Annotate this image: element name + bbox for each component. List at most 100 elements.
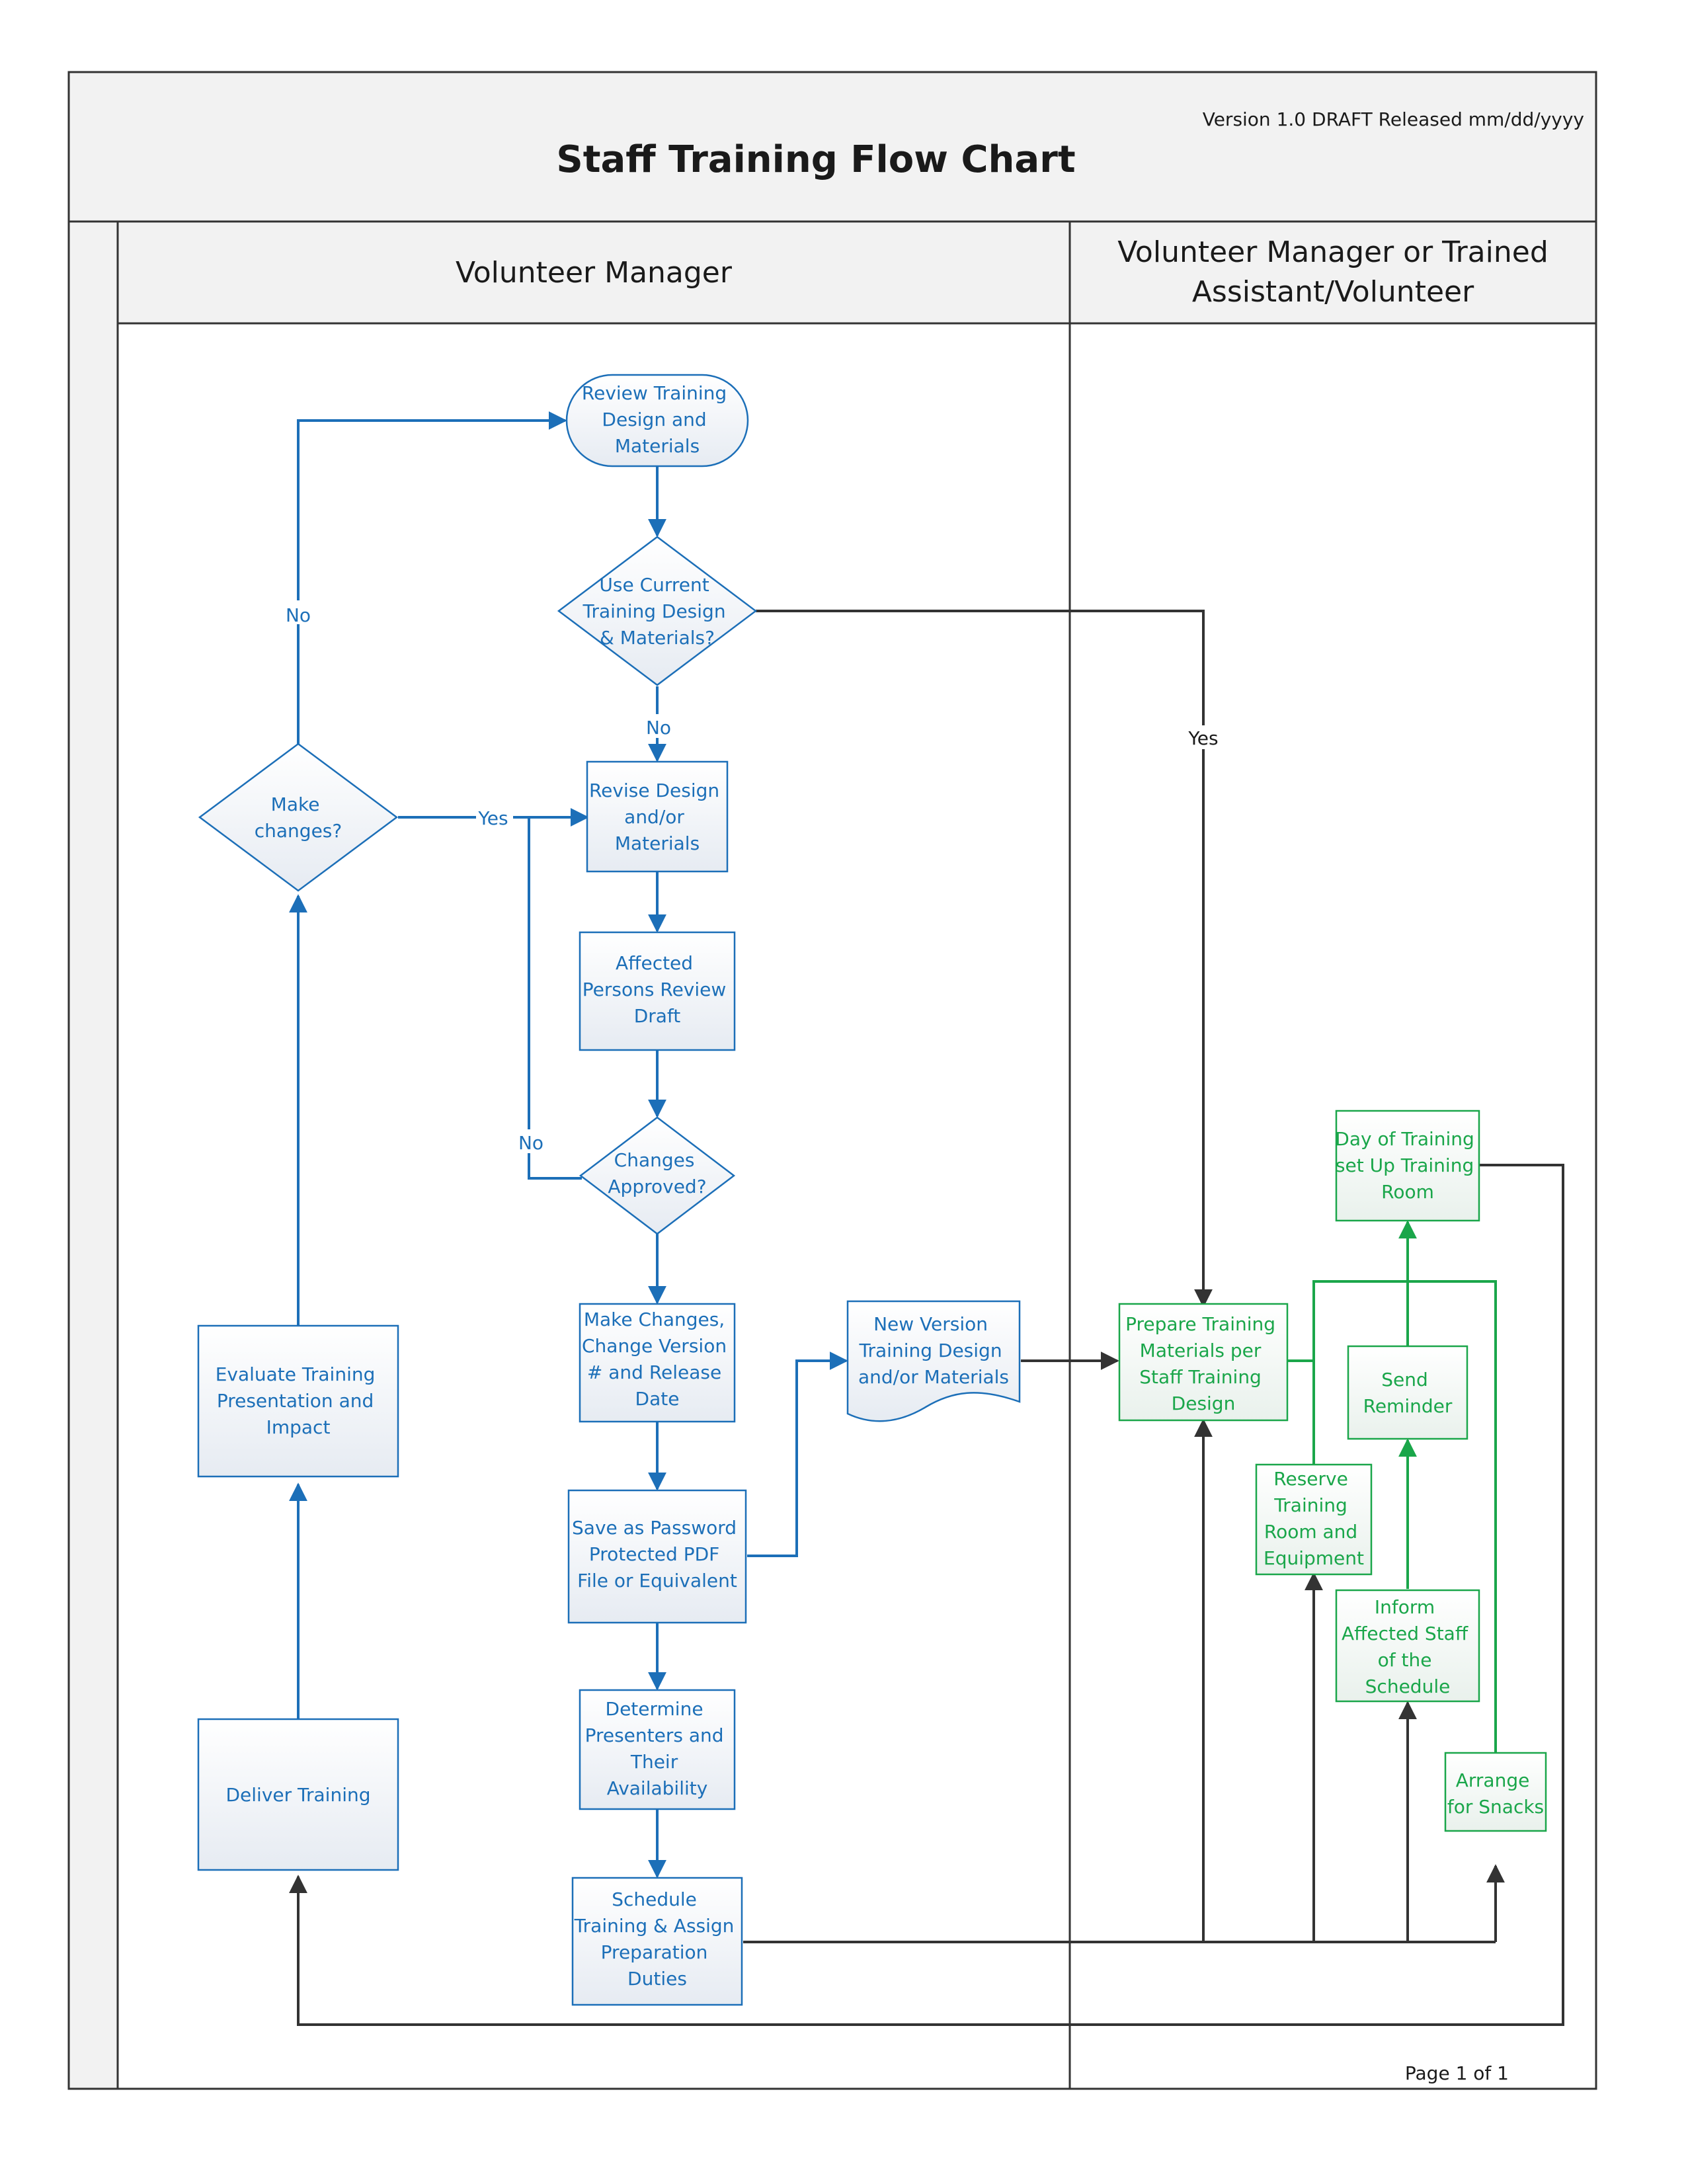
svg-text:Revise Design and/or: Revise Design and/or Materials bbox=[589, 780, 725, 854]
node-schedule[interactable]: Schedule Training & Assign Preparation D… bbox=[571, 1877, 743, 2006]
node-inform[interactable]: Inform Affected Staff of the Schedule bbox=[1335, 1589, 1480, 1703]
label-no-approved: No bbox=[518, 1132, 543, 1154]
node-reserve-line4: Equipment bbox=[1264, 1547, 1364, 1569]
lane-title-assistant-line2: Assistant/Volunteer bbox=[1192, 275, 1474, 309]
node-make-changes-line4: Date bbox=[635, 1388, 680, 1410]
node-evaluate-line2: Presentation and bbox=[217, 1390, 374, 1412]
svg-text:Determine Presenters and: Determine Presenters and Their Availabil… bbox=[585, 1698, 730, 1799]
node-new-version-document[interactable]: New Version Training Design and/or Mater… bbox=[846, 1300, 1021, 1422]
node-approved-line1: Changes bbox=[614, 1149, 695, 1171]
node-new-version-line2: Training Design bbox=[859, 1340, 1002, 1361]
label-yes-use-current: Yes bbox=[1187, 727, 1218, 749]
node-make-changes-q-line2: changes? bbox=[255, 820, 342, 842]
node-day-of-line1: Day of Training bbox=[1335, 1128, 1474, 1150]
svg-text:Affected Persons Review: Affected Persons Review Draft bbox=[583, 952, 732, 1027]
node-use-current-line2: Training Design bbox=[583, 600, 726, 622]
svg-text:Evaluate Training Presen: Evaluate Training Presentation and Impac… bbox=[216, 1363, 382, 1438]
node-reserve-line3: Room and bbox=[1264, 1521, 1357, 1543]
header-band bbox=[67, 71, 1597, 223]
node-schedule-line4: Duties bbox=[627, 1968, 687, 1990]
left-gutter bbox=[67, 220, 119, 2090]
node-reserve-line2: Training bbox=[1273, 1494, 1347, 1516]
node-use-current-line1: Use Current bbox=[599, 574, 709, 596]
svg-text:Review Training Design a: Review Training Design and Materials bbox=[582, 382, 733, 457]
label-yes-make-changes: Yes bbox=[477, 807, 508, 829]
node-reminder-line2: Reminder bbox=[1363, 1395, 1453, 1417]
node-evaluate-line1: Evaluate Training bbox=[216, 1363, 376, 1385]
node-revise-line1: Revise Design bbox=[589, 780, 719, 801]
node-affected-line1: Affected bbox=[616, 952, 693, 974]
svg-text:Make changes?: Make changes? bbox=[255, 793, 342, 842]
node-approved-line2: Approved? bbox=[608, 1176, 706, 1197]
chart-title: Staff Training Flow Chart bbox=[556, 138, 1075, 181]
node-deliver-line1: Deliver Training bbox=[225, 1784, 370, 1806]
node-review[interactable]: Review Training Design and Materials bbox=[565, 374, 749, 467]
node-make-changes-line2: Change Version bbox=[582, 1335, 727, 1357]
node-reserve-line1: Reserve bbox=[1273, 1468, 1348, 1490]
lane-header-left bbox=[116, 220, 1071, 325]
node-reserve[interactable]: Reserve Training Room and Equipment bbox=[1255, 1463, 1373, 1576]
node-reminder[interactable]: Send Reminder bbox=[1347, 1345, 1468, 1440]
node-make-changes-line3: # and Release bbox=[587, 1361, 721, 1383]
label-no-use-current: No bbox=[646, 717, 671, 739]
node-inform-line2: Affected Staff bbox=[1342, 1623, 1468, 1644]
node-presenters-line4: Availability bbox=[607, 1777, 708, 1799]
node-review-line1: Review Training bbox=[582, 382, 727, 404]
node-revise[interactable]: Revise Design and/or Materials bbox=[586, 760, 729, 873]
edge-yes-to-prepare bbox=[756, 610, 1213, 1308]
node-affected[interactable]: Affected Persons Review Draft bbox=[579, 931, 736, 1051]
node-save-pdf-line3: File or Equivalent bbox=[577, 1570, 737, 1592]
node-presenters[interactable]: Determine Presenters and Their Availabil… bbox=[579, 1689, 736, 1810]
node-approved-decision[interactable]: Changes Approved? bbox=[579, 1116, 736, 1235]
node-prepare[interactable]: Prepare Training Materials per Staff Tra… bbox=[1118, 1303, 1289, 1422]
node-deliver[interactable]: Deliver Training bbox=[197, 1718, 399, 1871]
node-save-pdf-line1: Save as Password bbox=[572, 1517, 737, 1539]
node-prepare-line1: Prepare Training bbox=[1125, 1313, 1275, 1335]
svg-text:Use Current Training Des: Use Current Training Design & Materials? bbox=[583, 574, 732, 649]
node-inform-line1: Inform bbox=[1375, 1596, 1435, 1618]
node-evaluate-line3: Impact bbox=[266, 1416, 331, 1438]
node-schedule-line3: Preparation bbox=[601, 1941, 708, 1963]
svg-text:Day of Training set Up T: Day of Training set Up Training Room bbox=[1335, 1128, 1480, 1203]
node-snacks-line1: Arrange bbox=[1456, 1769, 1530, 1791]
node-make-changes[interactable]: Make Changes, Change Version # and Relea… bbox=[579, 1303, 736, 1423]
node-schedule-line1: Schedule bbox=[612, 1888, 697, 1910]
node-day-of-line3: Room bbox=[1381, 1181, 1434, 1203]
node-day-of-line2: set Up Training bbox=[1336, 1154, 1474, 1176]
node-save-pdf[interactable]: Save as Password Protected PDF File or E… bbox=[567, 1489, 747, 1624]
node-review-line3: Materials bbox=[615, 435, 700, 457]
node-prepare-line2: Materials per bbox=[1140, 1340, 1262, 1361]
node-reminder-line1: Send bbox=[1381, 1369, 1428, 1391]
edge-day-of-to-deliver bbox=[289, 1164, 1564, 2026]
svg-text:Make Changes, Change Ver: Make Changes, Change Version # and Relea… bbox=[582, 1309, 733, 1410]
node-prepare-line3: Staff Training bbox=[1139, 1366, 1262, 1388]
version-text: Version 1.0 DRAFT Released mm/dd/yyyy bbox=[1203, 108, 1584, 130]
node-day-of[interactable]: Day of Training set Up Training Room bbox=[1335, 1110, 1480, 1222]
node-make-changes-line1: Make Changes, bbox=[584, 1309, 725, 1330]
svg-text:Save as Password Protect: Save as Password Protected PDF File or E… bbox=[572, 1517, 743, 1592]
connectors bbox=[289, 411, 1564, 2026]
node-use-current-decision[interactable]: Use Current Training Design & Materials? bbox=[557, 536, 758, 686]
node-new-version-line1: New Version bbox=[873, 1313, 988, 1335]
node-schedule-line2: Training & Assign bbox=[574, 1915, 735, 1937]
node-snacks[interactable]: Arrange for Snacks bbox=[1444, 1752, 1547, 1832]
svg-text:Reserve Training R: Reserve Training Room and Equipment bbox=[1264, 1468, 1364, 1569]
node-inform-line3: of the bbox=[1378, 1649, 1432, 1671]
svg-text:Inform Affected Staff: Inform Affected Staff of the Schedule bbox=[1342, 1596, 1474, 1697]
node-new-version-line3: and/or Materials bbox=[858, 1366, 1009, 1388]
svg-text:Prepare Training Materia: Prepare Training Materials per Staff Tra… bbox=[1125, 1313, 1281, 1414]
node-use-current-line3: & Materials? bbox=[600, 627, 715, 649]
node-presenters-line3: Their bbox=[630, 1751, 678, 1773]
node-make-changes-decision[interactable]: Make changes? bbox=[198, 743, 399, 892]
node-inform-line4: Schedule bbox=[1365, 1676, 1451, 1697]
node-revise-line3: Materials bbox=[615, 832, 700, 854]
edge-labels: No No Yes Yes No bbox=[278, 600, 1222, 1154]
node-presenters-line2: Presenters and bbox=[585, 1724, 724, 1746]
node-review-line2: Design and bbox=[602, 409, 706, 430]
svg-text:Arrange for Snacks: Arrange for Snacks bbox=[1447, 1769, 1544, 1818]
page-number: Page 1 of 1 bbox=[1405, 2062, 1509, 2084]
lane-header-right bbox=[1068, 220, 1597, 325]
node-save-pdf-line2: Protected PDF bbox=[589, 1543, 719, 1565]
node-evaluate[interactable]: Evaluate Training Presentation and Impac… bbox=[197, 1324, 399, 1478]
